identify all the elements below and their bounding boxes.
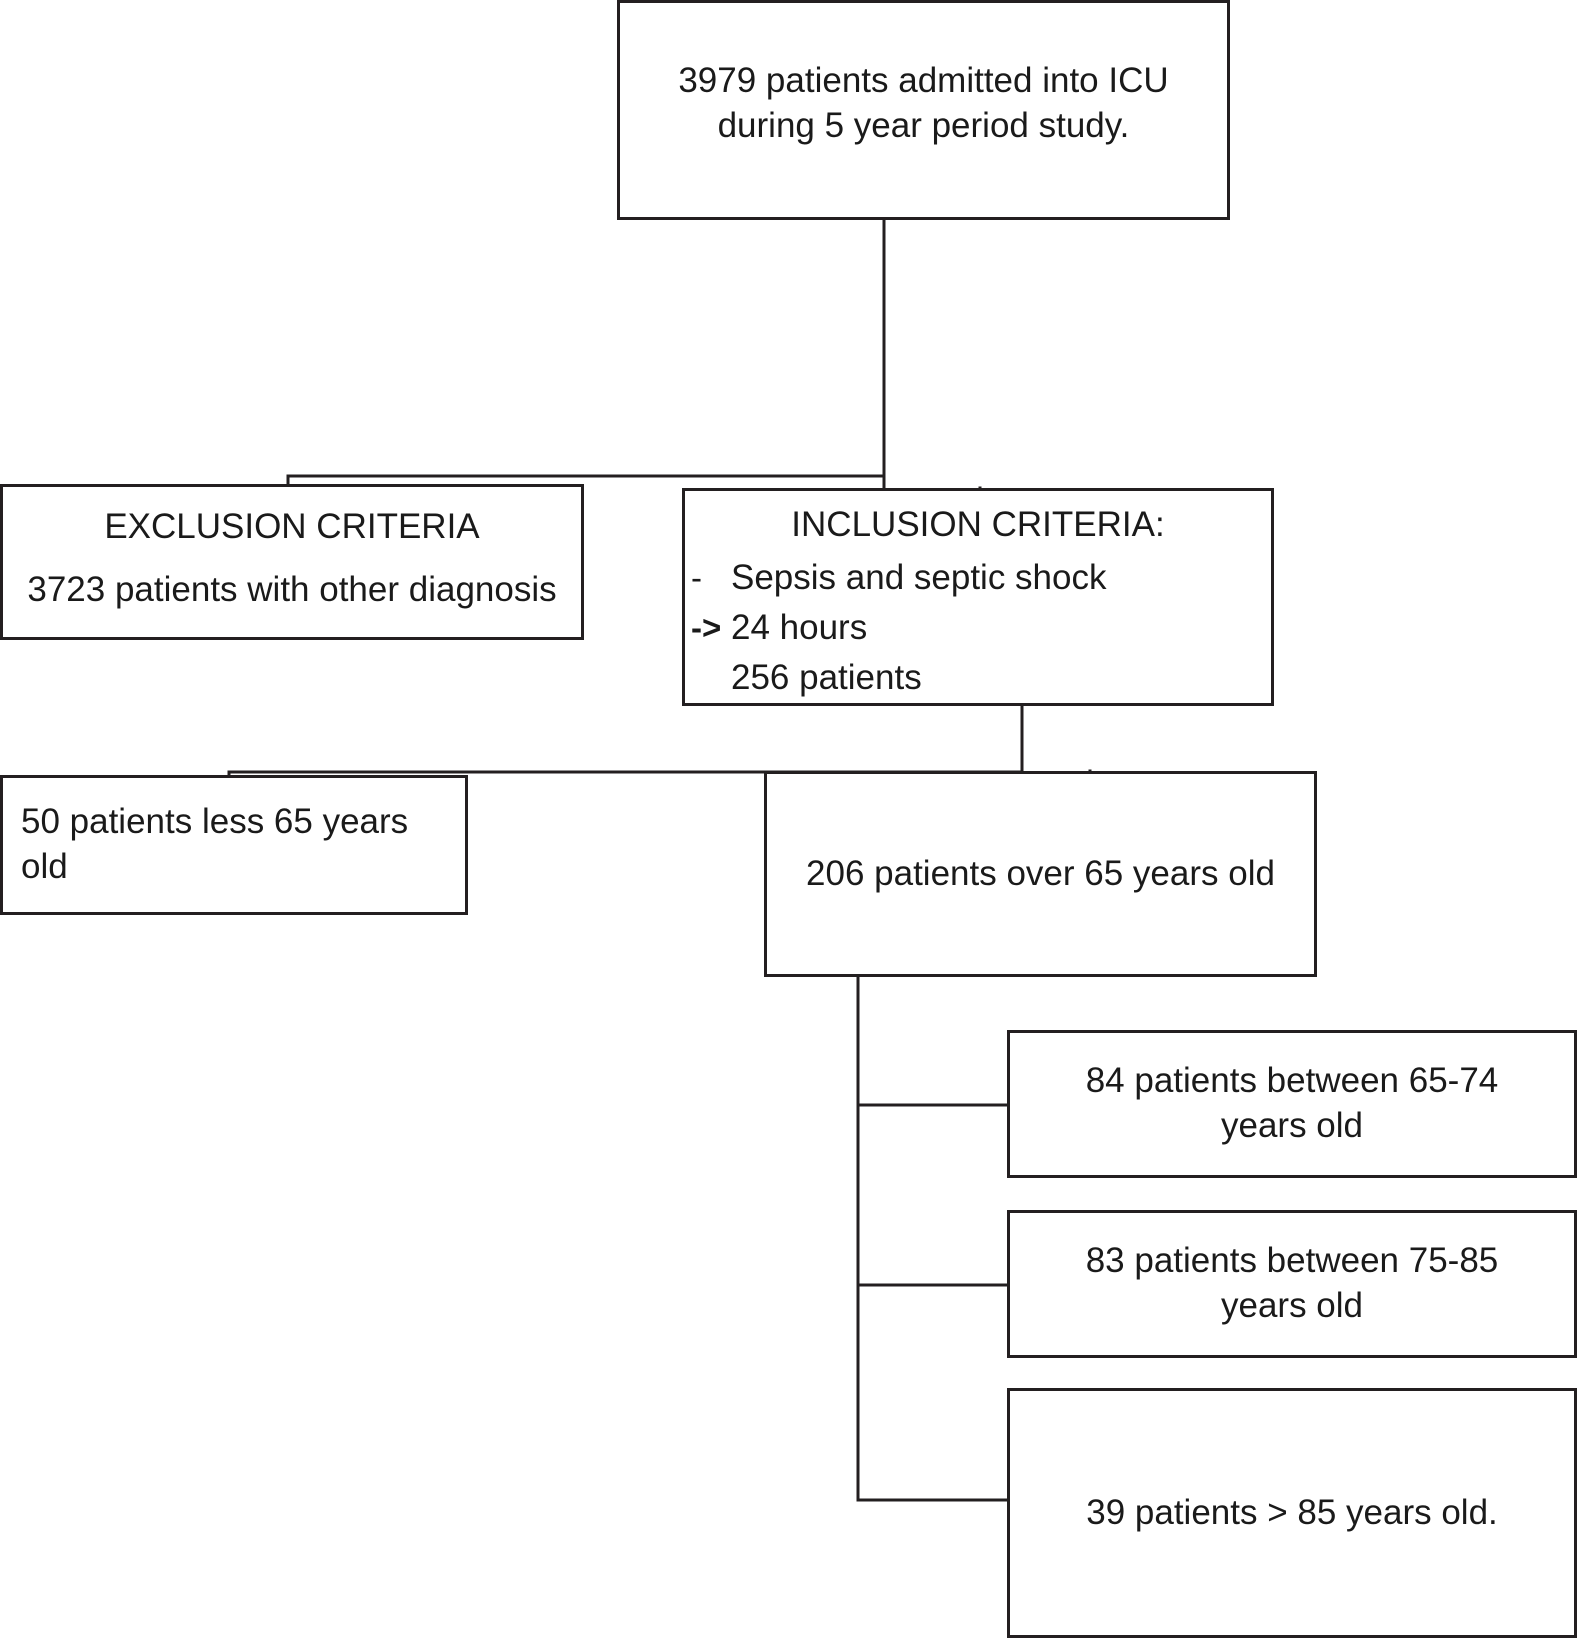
node-band-65-74: 84 patients between 65-74 years old [1007,1030,1577,1178]
inclusion-criteria-text: 24 hours [731,607,868,647]
inclusion-criteria-text: Sepsis and septic shock [731,557,1107,597]
inclusion-criteria-item: - Sepsis and septic shock [685,558,1271,598]
node-under-65: 50 patients less 65 years old [0,775,468,915]
node-exclusion-criteria: EXCLUSION CRITERIA 3723 patients with ot… [0,484,584,640]
inclusion-criteria-item: 256 patients [685,658,1271,698]
band-75-85-text: 83 patients between 75-85 years old [1085,1241,1499,1325]
inclusion-criteria-item: -> 24 hours [685,608,1271,648]
exclusion-detail: 3723 patients with other diagnosis [27,569,557,609]
node-total-text: 3979 patients admitted into ICU during 5… [678,61,1169,145]
edge-split-to-exclusion [286,474,886,486]
inclusion-heading: INCLUSION CRITERIA: [791,505,1165,544]
band-65-74-text: 84 patients between 65-74 years old [1085,1061,1499,1145]
node-band-over-85: 39 patients > 85 years old. [1007,1388,1577,1638]
node-band-75-85: 83 patients between 75-85 years old [1007,1210,1577,1358]
exclusion-heading: EXCLUSION CRITERIA [104,507,480,546]
band-over-85-text: 39 patients > 85 years old. [1086,1492,1498,1532]
inclusion-criteria-count: 256 patients [731,657,922,697]
node-total-admissions: 3979 patients admitted into ICU during 5… [617,0,1230,220]
node-inclusion-criteria: INCLUSION CRITERIA: - Sepsis and septic … [682,488,1274,706]
node-over-65: 206 patients over 65 years old [764,771,1317,977]
under-65-text: 50 patients less 65 years old [21,802,409,886]
bullet-arrow-icon: -> [691,608,722,646]
bullet-dash-icon: - [691,558,702,596]
over-65-text: 206 patients over 65 years old [806,853,1275,893]
